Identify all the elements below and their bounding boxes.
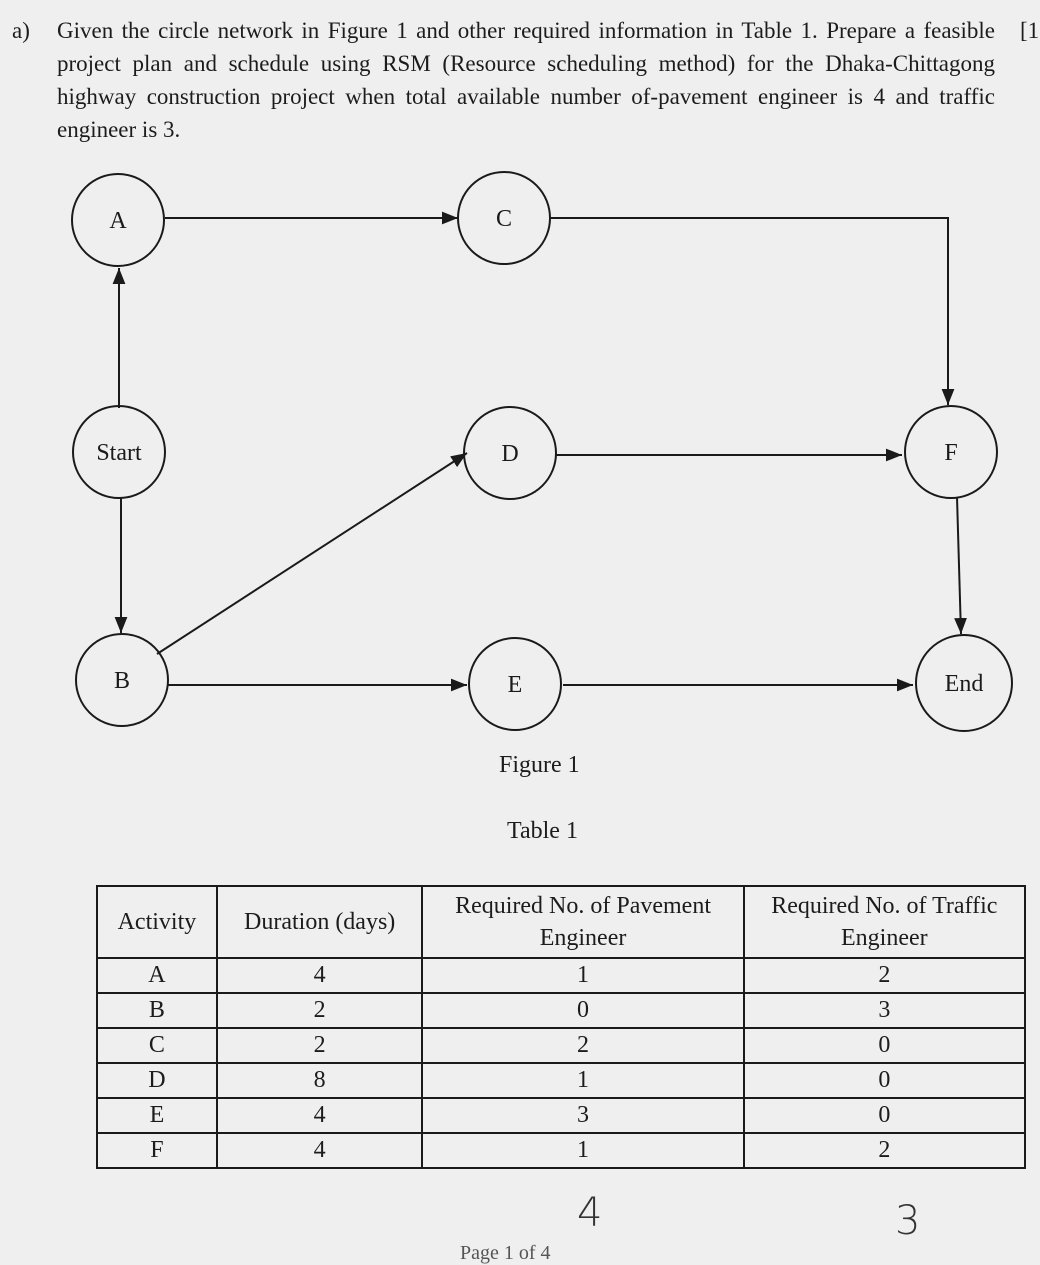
- node-a: A: [71, 173, 165, 267]
- cell-traffic: 0: [742, 1062, 1027, 1099]
- cell-activity: F: [96, 1132, 218, 1169]
- table-row: D 8 1 0: [96, 1062, 1027, 1099]
- cell-activity: A: [96, 957, 218, 994]
- table-row: F 4 1 2: [96, 1132, 1027, 1169]
- table-row: B 2 0 3: [96, 992, 1027, 1029]
- cell-activity: E: [96, 1097, 218, 1134]
- cell-traffic: 3: [742, 992, 1027, 1029]
- node-start-label: Start: [96, 440, 142, 466]
- marks-label: [1: [1020, 18, 1040, 43]
- node-end: End: [915, 634, 1013, 732]
- node-f: F: [904, 405, 998, 499]
- cell-traffic: 0: [742, 1097, 1027, 1134]
- handwritten-traffic-total: 3: [895, 1198, 921, 1244]
- page-footer: Page 1 of 4: [460, 1242, 551, 1264]
- node-c: C: [457, 171, 551, 265]
- edge-c-f: [550, 217, 955, 405]
- node-f-label: F: [944, 440, 957, 466]
- cell-duration: 8: [215, 1062, 424, 1099]
- network-diagram: A C Start D F B E End: [71, 171, 1013, 732]
- node-b-label: B: [114, 668, 130, 694]
- cell-activity: D: [96, 1062, 218, 1099]
- node-b: B: [75, 633, 169, 727]
- cell-duration: 2: [215, 1027, 424, 1064]
- cell-pavement: 2: [421, 1027, 745, 1064]
- cell-traffic: 0: [742, 1027, 1027, 1064]
- cell-duration: 4: [215, 1097, 424, 1134]
- cell-activity: B: [96, 992, 218, 1029]
- node-d: D: [463, 406, 557, 500]
- node-c-label: C: [496, 206, 512, 232]
- table-row: C 2 2 0: [96, 1027, 1027, 1064]
- node-a-label: A: [109, 208, 127, 234]
- table-row: A 4 1 2: [96, 957, 1027, 994]
- header-activity: Activity: [96, 885, 218, 959]
- table-row: E 4 3 0: [96, 1097, 1027, 1134]
- cell-traffic: 2: [742, 1132, 1027, 1169]
- header-pavement: Required No. of Pavement Engineer: [421, 885, 745, 959]
- node-e: E: [468, 637, 562, 731]
- figure-caption: Figure 1: [499, 752, 580, 778]
- edge-b-d: [156, 452, 468, 655]
- cell-traffic: 2: [742, 957, 1027, 994]
- cell-duration: 2: [215, 992, 424, 1029]
- resource-table: Activity Duration (days) Required No. of…: [96, 885, 1027, 1169]
- node-end-label: End: [945, 671, 984, 697]
- edge-f-end: [954, 496, 967, 635]
- question-label: a): [12, 18, 30, 43]
- handwritten-pavement-total: 4: [577, 1190, 603, 1236]
- cell-duration: 4: [215, 957, 424, 994]
- cell-pavement: 1: [421, 1132, 745, 1169]
- cell-pavement: 3: [421, 1097, 745, 1134]
- cell-pavement: 0: [421, 992, 745, 1029]
- cell-pavement: 1: [421, 1062, 745, 1099]
- table-caption: Table 1: [507, 818, 578, 844]
- cell-pavement: 1: [421, 957, 745, 994]
- header-duration: Duration (days): [215, 885, 424, 959]
- node-start: Start: [72, 405, 166, 499]
- table-header-row: Activity Duration (days) Required No. of…: [96, 885, 1027, 959]
- question-text: Given the circle network in Figure 1 and…: [57, 18, 995, 142]
- node-d-label: D: [501, 441, 518, 467]
- cell-activity: C: [96, 1027, 218, 1064]
- node-e-label: E: [508, 672, 523, 698]
- cell-duration: 4: [215, 1132, 424, 1169]
- header-traffic: Required No. of Traffic Engineer: [742, 885, 1027, 959]
